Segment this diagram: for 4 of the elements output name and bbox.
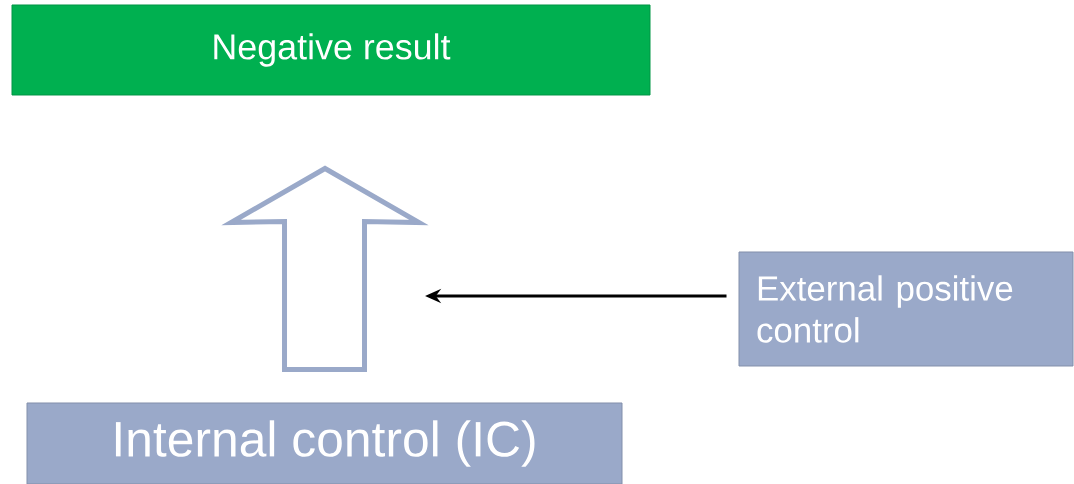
control-box: External positive control (738, 251, 1074, 367)
control-box: Internal control (IC) (26, 402, 623, 484)
result-box: Negative result (11, 4, 651, 96)
block-arrow (221, 165, 429, 372)
